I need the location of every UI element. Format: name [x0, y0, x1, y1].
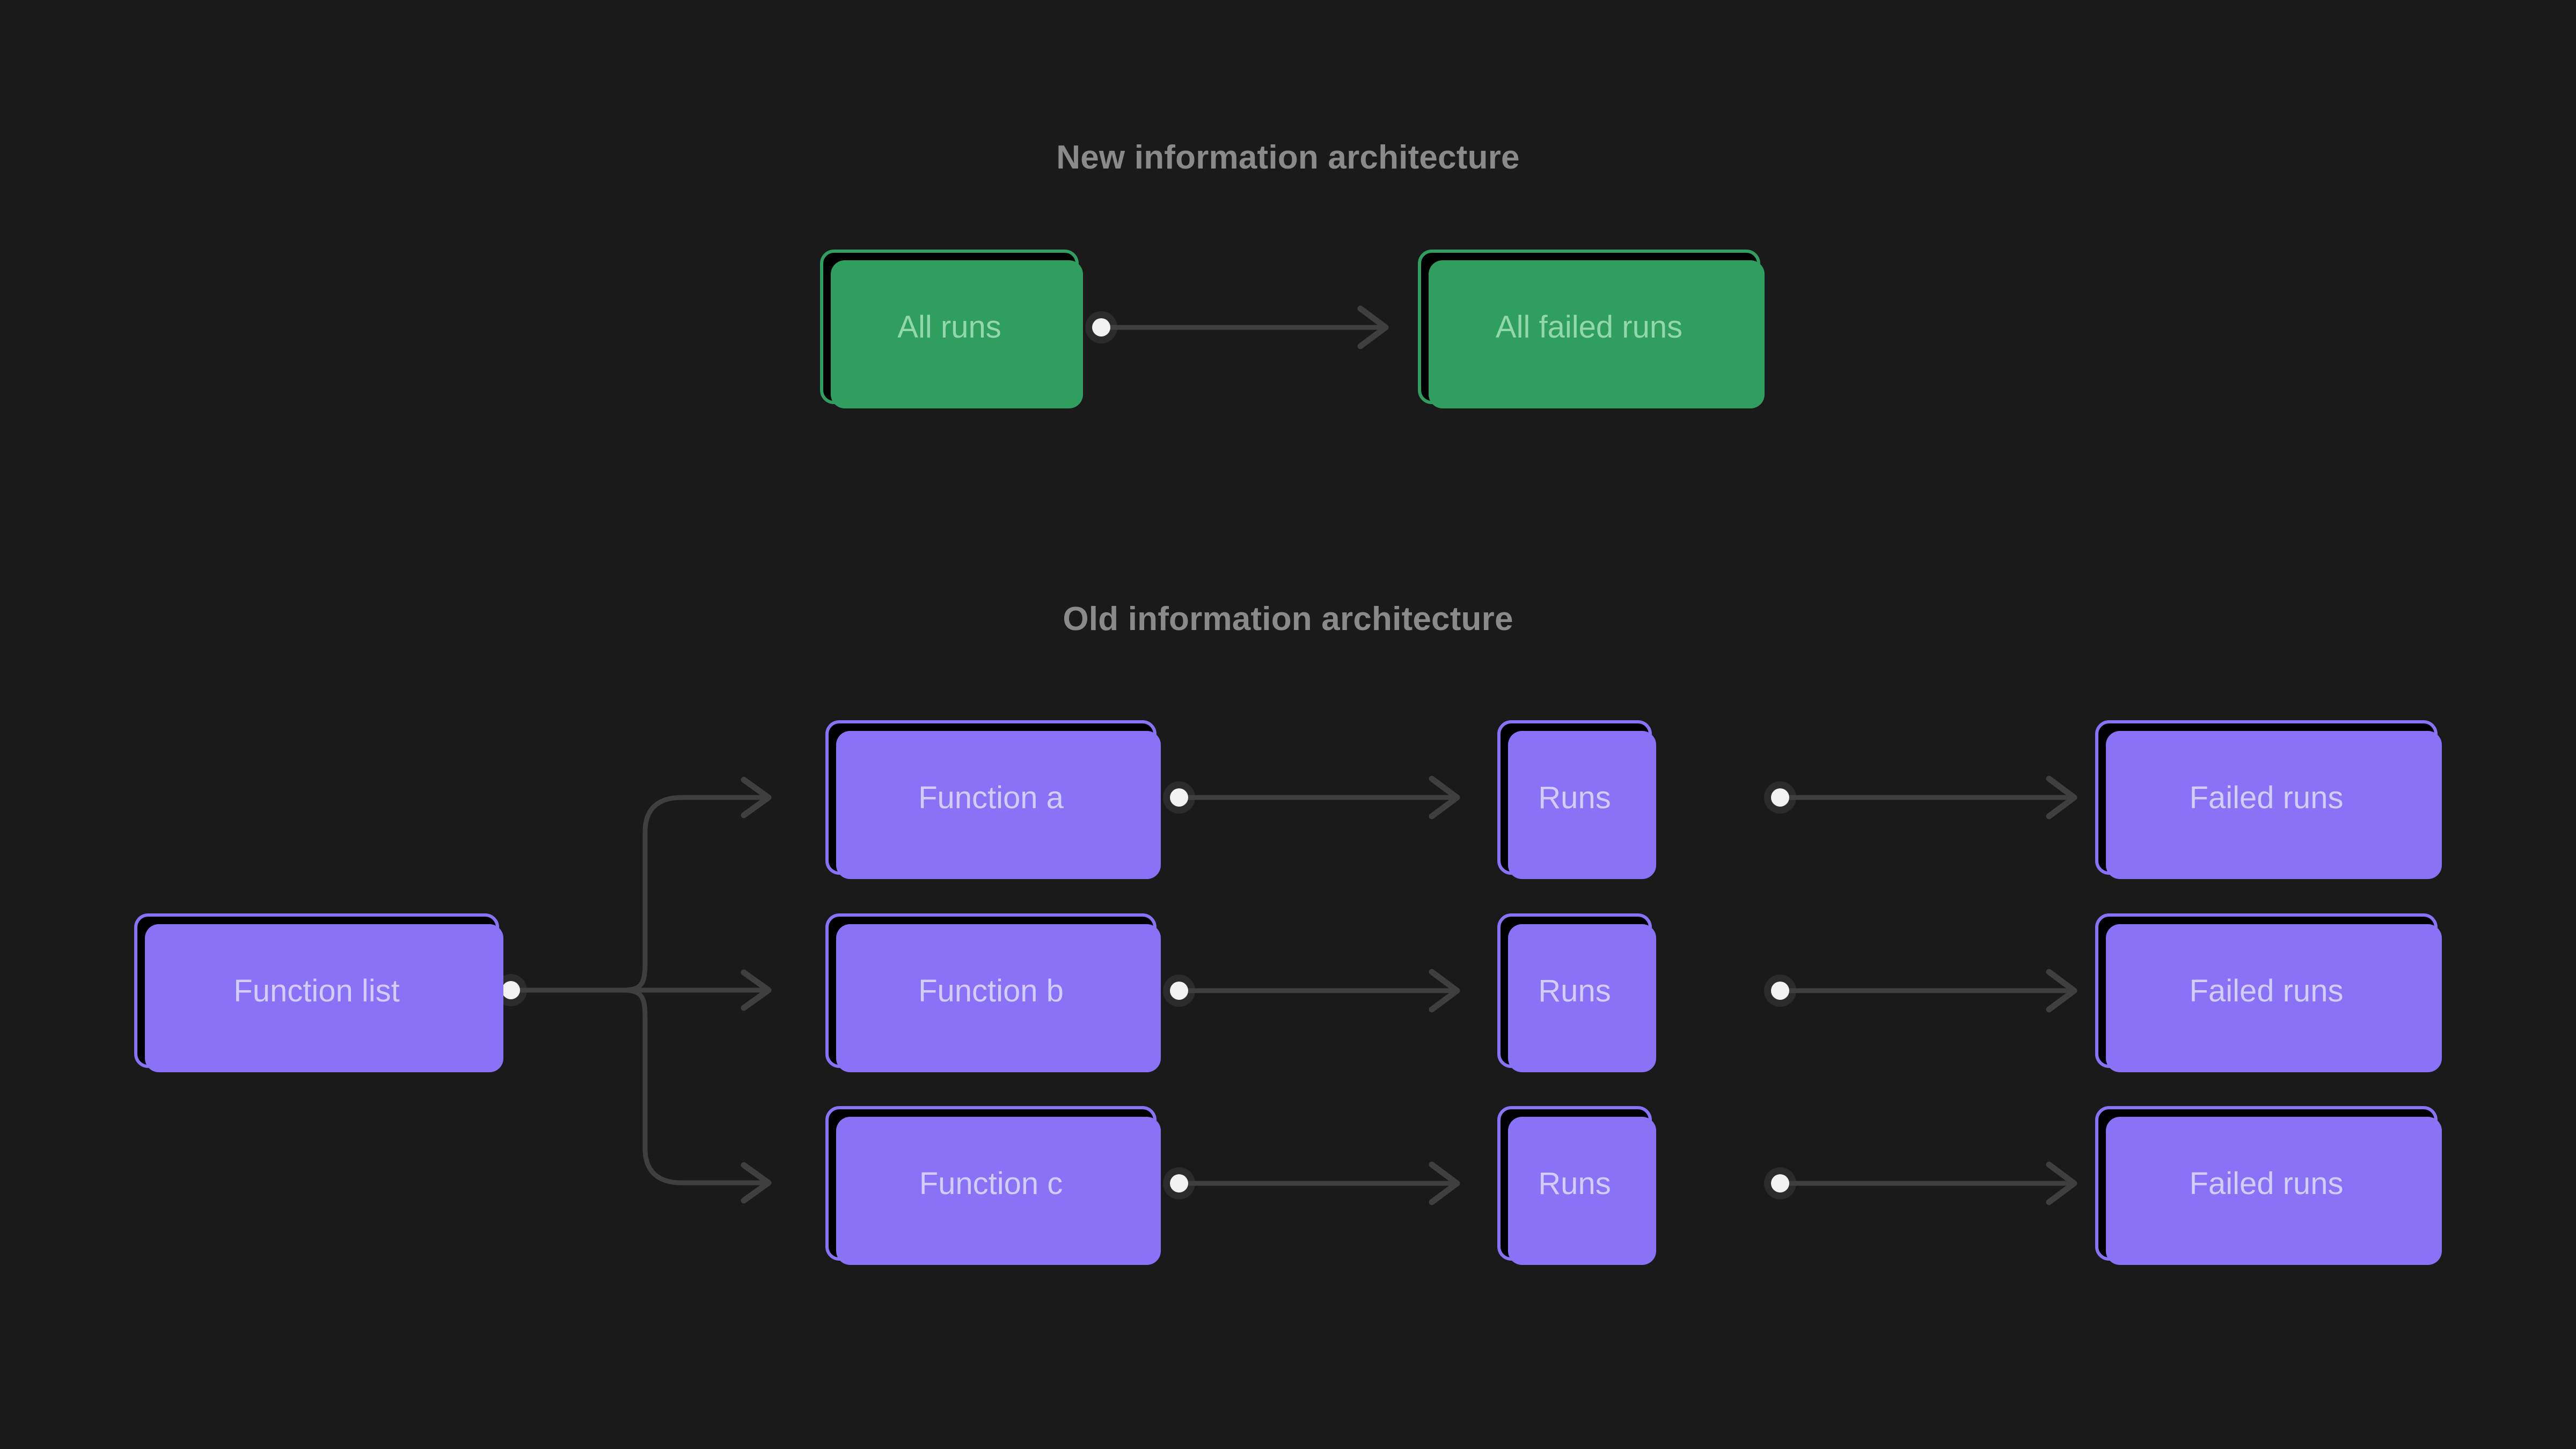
node-label: Function c: [919, 1166, 1063, 1201]
arrowhead-icon: [2046, 775, 2077, 819]
node-label: Runs: [1538, 780, 1611, 815]
connector-branch-up: [620, 795, 770, 993]
connector-function-a-to-runs: [1163, 775, 1460, 819]
node-label: All runs: [897, 309, 1001, 345]
node-failed-runs-a[interactable]: Failed runs: [2095, 720, 2442, 879]
node-runs-c[interactable]: Runs: [1497, 1106, 1656, 1265]
arrowhead-icon: [1429, 969, 1460, 1013]
connector-branch-down: [620, 987, 770, 1185]
connector-dot: [1771, 788, 1789, 807]
arrowhead-icon: [741, 1162, 772, 1204]
node-label: Failed runs: [2189, 780, 2344, 815]
arrowhead-icon: [1429, 775, 1460, 819]
connector-runs-c-to-failed-c: [1764, 1161, 2077, 1205]
node-function-a[interactable]: Function a: [825, 720, 1161, 879]
node-label: Runs: [1538, 973, 1611, 1008]
arrowhead-icon: [1429, 1161, 1460, 1205]
node-label: Function list: [233, 973, 400, 1008]
node-function-list[interactable]: Function list: [134, 913, 503, 1072]
connector-dot: [1170, 982, 1188, 1000]
node-label: Runs: [1538, 1166, 1611, 1201]
node-function-c[interactable]: Function c: [825, 1106, 1161, 1265]
connector-dot: [1092, 318, 1110, 336]
arrowhead-icon: [2046, 969, 2077, 1013]
section-title-old: Old information architecture: [1063, 601, 1513, 638]
connector-dot: [1170, 1174, 1188, 1192]
connector-function-c-to-runs: [1163, 1161, 1460, 1205]
connector-all-runs-to-all-failed-runs: [1085, 305, 1389, 349]
node-label: Function b: [918, 973, 1064, 1008]
node-failed-runs-c[interactable]: Failed runs: [2095, 1106, 2442, 1265]
section-title-new: New information architecture: [1056, 139, 1520, 176]
node-label: Failed runs: [2189, 1166, 2344, 1201]
node-function-b[interactable]: Function b: [825, 913, 1161, 1072]
arrowhead-icon: [741, 969, 772, 1011]
node-all-runs[interactable]: All runs: [820, 250, 1083, 408]
node-label: Failed runs: [2189, 973, 2344, 1008]
node-label: Function a: [918, 780, 1064, 815]
node-label: All failed runs: [1495, 309, 1683, 345]
connector-runs-a-to-failed-a: [1764, 775, 2077, 819]
node-all-failed-runs[interactable]: All failed runs: [1418, 250, 1765, 408]
node-runs-a[interactable]: Runs: [1497, 720, 1656, 879]
arrowhead-icon: [1357, 305, 1389, 349]
connector-dot: [1771, 982, 1789, 1000]
connector-dot: [502, 981, 520, 999]
arrowhead-icon: [2046, 1161, 2077, 1205]
connector-dot: [1170, 788, 1188, 807]
connector-runs-b-to-failed-b: [1764, 969, 2077, 1013]
connector-function-list-branch: [495, 777, 772, 1204]
connector-function-b-to-runs: [1163, 969, 1460, 1013]
node-failed-runs-b[interactable]: Failed runs: [2095, 913, 2442, 1072]
arrowhead-icon: [741, 777, 772, 818]
connector-dot: [1771, 1174, 1789, 1192]
node-runs-b[interactable]: Runs: [1497, 913, 1656, 1072]
